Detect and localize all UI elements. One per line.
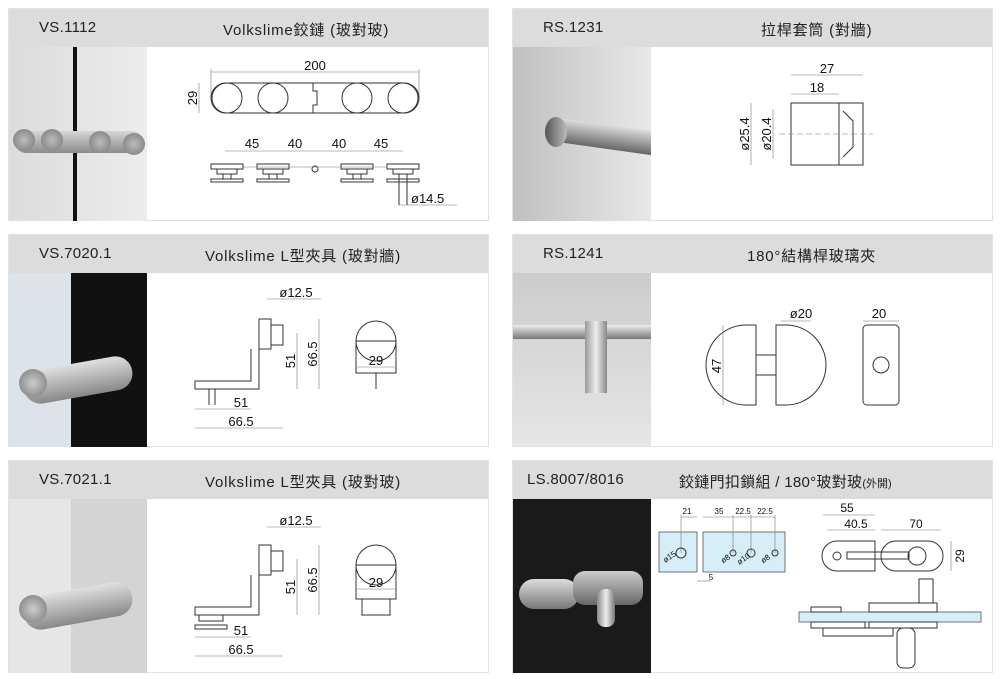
dim-label: 35: [715, 507, 724, 516]
product-card-vs7020-1: VS.7020.1 Volkslime L型夾具 (玻對牆) ø12.5 51 …: [8, 234, 489, 447]
product-title: 180°結構桿玻璃夾: [747, 248, 877, 265]
dim-label: 40: [332, 136, 346, 151]
product-photo: [9, 499, 147, 673]
dim-label: 27: [820, 61, 834, 76]
dim-label: 66.5: [228, 642, 253, 657]
dim-label: ø12.5: [279, 285, 312, 300]
product-title: Volkslime鉸鏈 (玻對玻): [223, 22, 390, 39]
dim-label: 200: [304, 58, 326, 73]
dim-label: 66.5: [228, 414, 253, 429]
product-code: VS.7021.1: [39, 471, 112, 488]
product-code: LS.8007/8016: [527, 471, 625, 488]
product-code: VS.1112: [39, 19, 97, 36]
technical-drawing: 200 29 45 40 40 45 ø14.5: [185, 58, 457, 206]
product-card-vs1112: VS.1112 Volkslime鉸鏈 (玻對玻) 200 29 45 40 4…: [8, 8, 489, 221]
dim-label: ø25.4: [737, 117, 752, 150]
product-photo: [513, 47, 651, 221]
dim-label: ø20: [790, 306, 812, 321]
dim-label: 21: [683, 507, 692, 516]
product-title: Volkslime L型夾具 (玻對牆): [205, 248, 402, 265]
dim-label: ø14.5: [411, 191, 444, 206]
dim-label: 29: [185, 91, 200, 105]
dim-label: 45: [374, 136, 388, 151]
dim-label: ø20.4: [759, 117, 774, 150]
dim-label: 51: [283, 580, 298, 594]
dim-label: 70: [909, 517, 923, 531]
dim-label: 29: [369, 353, 383, 368]
technical-drawing: ø20 47 20: [705, 306, 900, 406]
product-code: VS.7020.1: [39, 245, 112, 262]
technical-drawing: ø12.5 51 66.5 29 51 66.5: [194, 285, 397, 429]
dim-label: 5: [709, 573, 714, 582]
technical-drawing: ø12.5 51 66.5 29 51 66.5: [194, 513, 397, 657]
dim-label: 51: [234, 623, 248, 638]
dim-label: 45: [245, 136, 259, 151]
product-card-vs7021-1: VS.7021.1 Volkslime L型夾具 (玻對玻) ø12.5 51 …: [8, 460, 489, 673]
card-header: VS.1112 Volkslime鉸鏈 (玻對玻): [9, 9, 488, 47]
dim-label: 55: [840, 501, 854, 515]
product-code: RS.1231: [543, 19, 604, 36]
product-photo: [9, 47, 147, 221]
product-title: 鉸鏈門扣鎖組 / 180°玻對玻: [679, 474, 863, 491]
technical-drawing: 27 18 ø25.4 ø20.4: [737, 61, 873, 166]
card-header: VS.7021.1 Volkslime L型夾具 (玻對玻): [9, 461, 488, 499]
product-card-rs1231: RS.1231 拉桿套筒 (對牆) 27 18 ø25.4 ø20.4: [512, 8, 993, 221]
dim-label: 29: [953, 549, 967, 563]
card-header: RS.1241 180°結構桿玻璃夾: [513, 235, 992, 273]
product-title: Volkslime L型夾具 (玻對玻): [205, 474, 402, 491]
dim-label: ø12.5: [279, 513, 312, 528]
dim-label: 29: [369, 575, 383, 590]
dim-label: 18: [810, 80, 824, 95]
dim-label: 40: [288, 136, 302, 151]
dim-label: 22.5: [735, 507, 751, 516]
product-card-ls8007-8016: LS.8007/8016 鉸鏈門扣鎖組 / 180°玻對玻(外開) 21 35 …: [512, 460, 993, 673]
dim-label: 22.5: [757, 507, 773, 516]
product-photo: [9, 273, 147, 447]
product-title: 拉桿套筒 (對牆): [761, 22, 873, 39]
product-photo: [513, 499, 651, 673]
card-header: RS.1231 拉桿套筒 (對牆): [513, 9, 992, 47]
dim-label: 20: [872, 306, 886, 321]
technical-drawing: 21 35 22.5 22.5 ø15 ø8 ø10 ø8 5 55 40.5 …: [658, 501, 982, 669]
card-header: LS.8007/8016 鉸鏈門扣鎖組 / 180°玻對玻(外開): [513, 461, 992, 499]
product-code: RS.1241: [543, 245, 604, 262]
dim-label: 66.5: [305, 341, 320, 366]
product-photo: [513, 273, 651, 447]
title-note: (外開): [862, 478, 892, 490]
dim-label: 66.5: [305, 567, 320, 592]
dim-label: 47: [709, 359, 724, 373]
dim-label: 40.5: [844, 517, 868, 531]
dim-label: 51: [283, 354, 298, 368]
dim-label: 51: [234, 395, 248, 410]
product-card-rs1241: RS.1241 180°結構桿玻璃夾 ø20 47 20: [512, 234, 993, 447]
card-header: VS.7020.1 Volkslime L型夾具 (玻對牆): [9, 235, 488, 273]
